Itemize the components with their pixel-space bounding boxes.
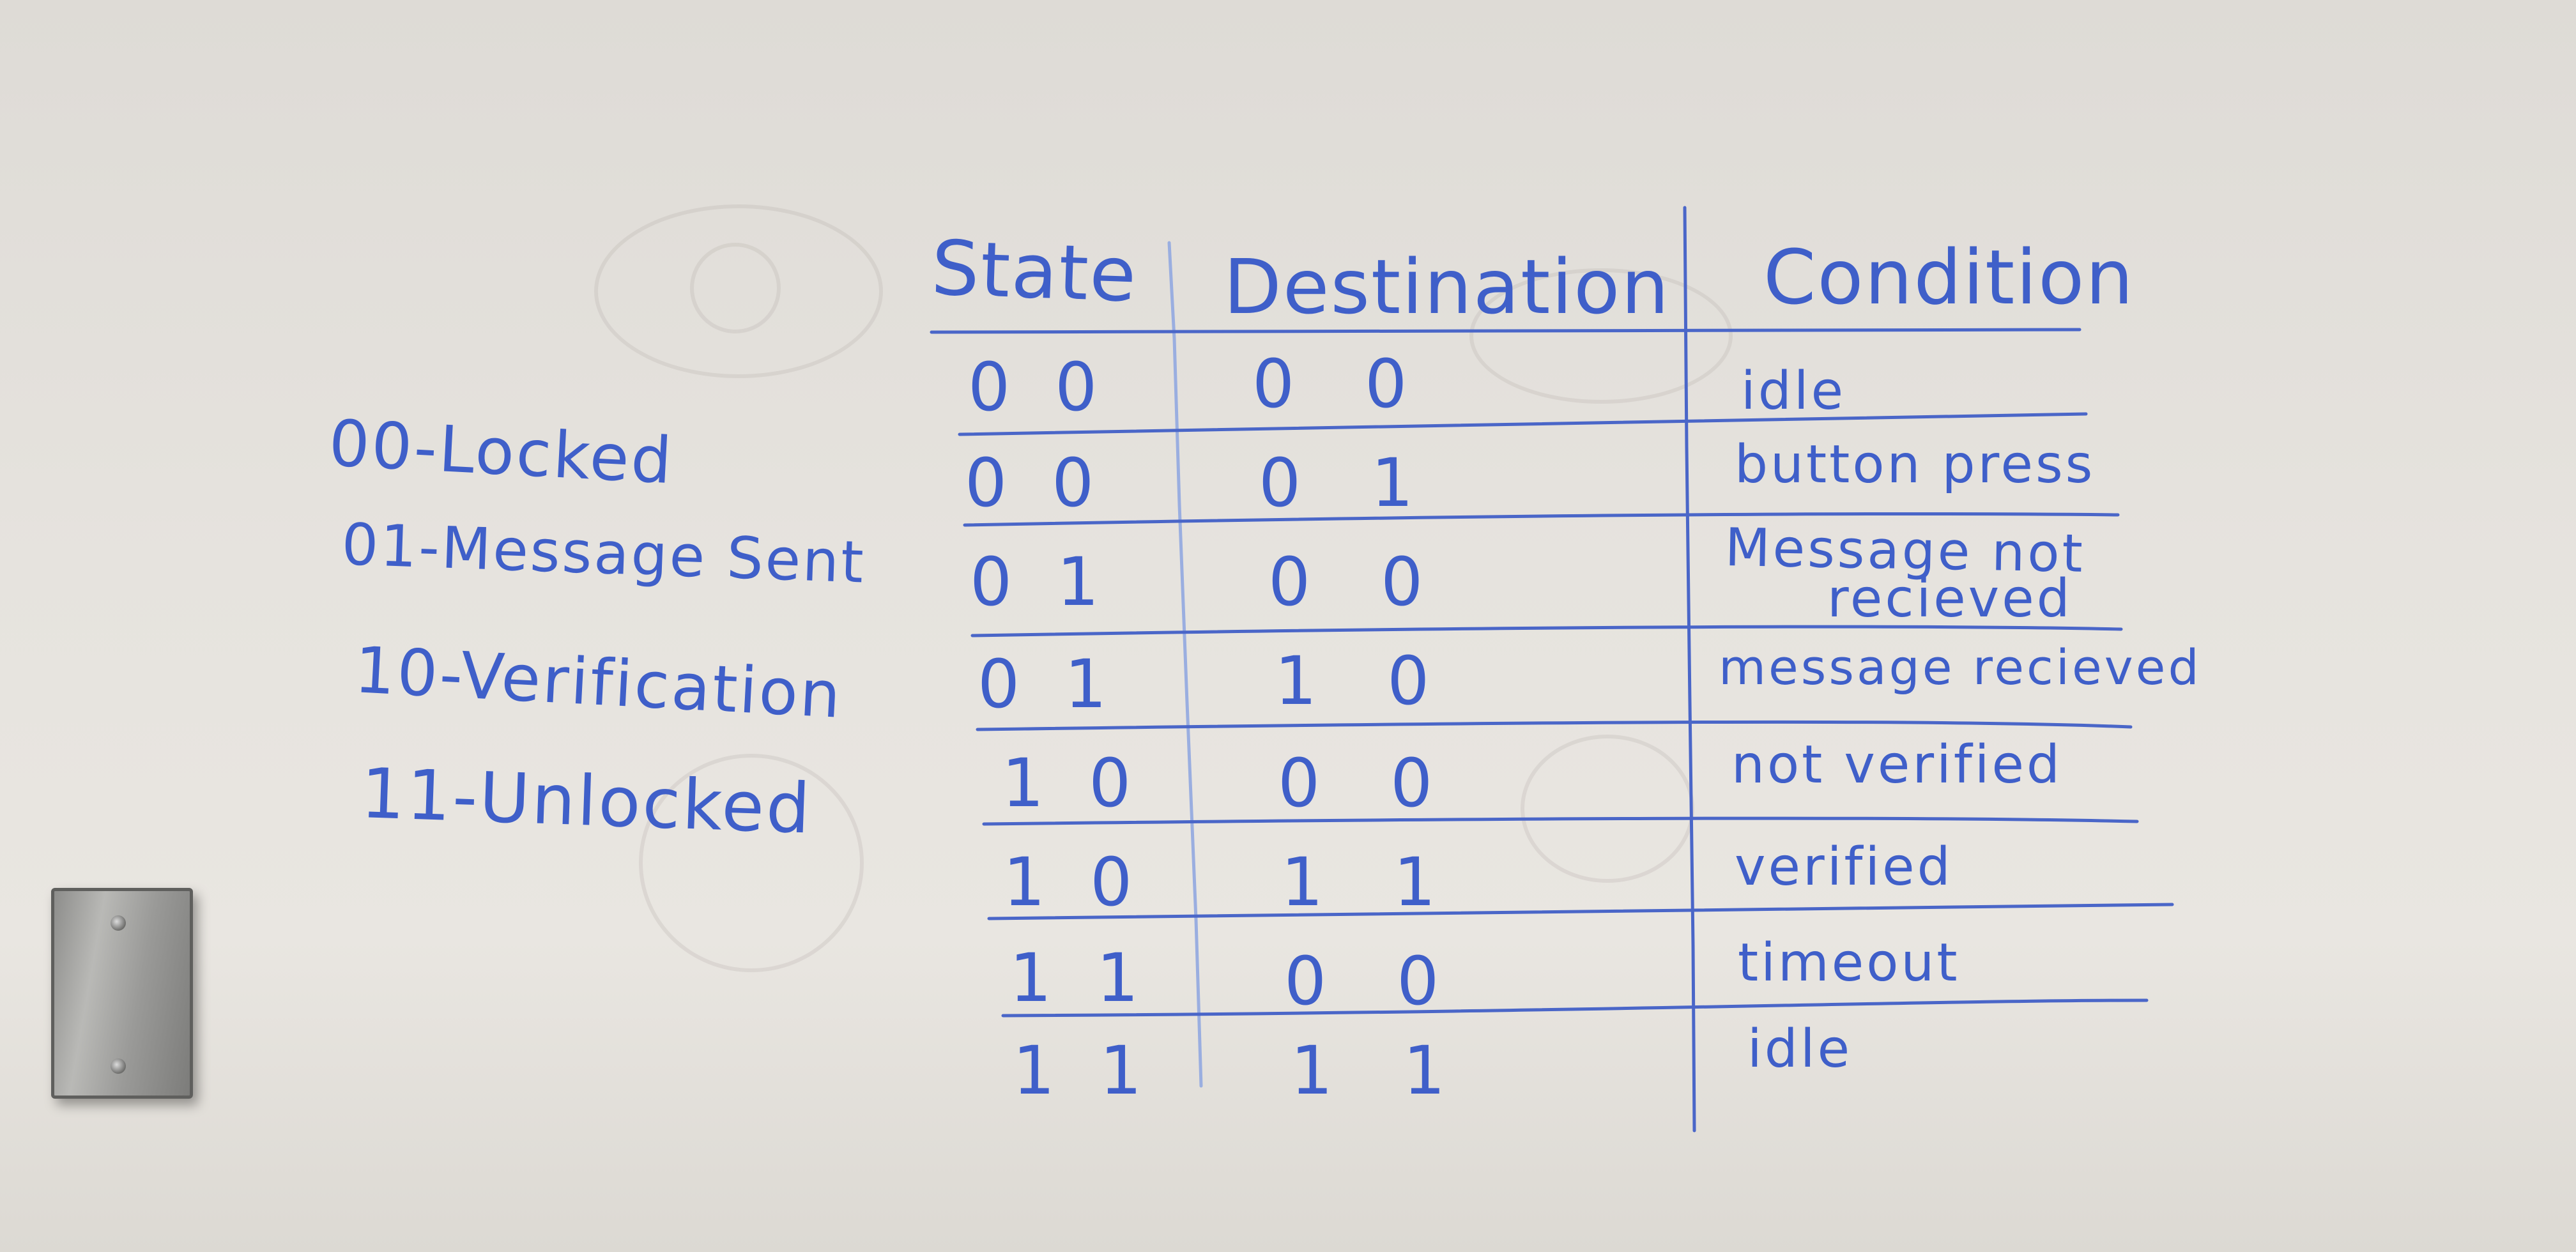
header-destination: Destination — [1223, 243, 1671, 331]
state-cell: 10 — [1002, 744, 1176, 822]
destination-cell: 01 — [1259, 444, 1484, 522]
erased-mark — [690, 243, 781, 333]
destination-cell: 00 — [1268, 543, 1494, 621]
erased-mark — [639, 754, 864, 972]
condition-cell: idle — [1741, 361, 1846, 422]
erased-mark — [1469, 268, 1733, 404]
destination-cell: 11 — [1291, 1032, 1516, 1110]
state-cell: 00 — [968, 348, 1142, 426]
condition-cell: button press — [1735, 434, 2096, 495]
condition-cell: timeout — [1738, 933, 1960, 993]
destination-cell: 11 — [1281, 843, 1506, 921]
state-cell: 01 — [977, 645, 1152, 723]
destination-cell: 00 — [1252, 345, 1478, 423]
state-cell: 00 — [965, 444, 1139, 522]
screw — [111, 915, 126, 931]
condition-cell: message recieved — [1719, 639, 2202, 696]
legend-item: 11-Unlocked — [359, 754, 813, 850]
erased-mark — [594, 204, 883, 378]
condition-cell-line2: recieved — [1827, 569, 2073, 629]
destination-cell: 10 — [1275, 642, 1500, 720]
wall-switch-plate — [51, 888, 193, 1099]
state-cell: 11 — [1013, 1032, 1187, 1110]
state-cell: 11 — [1009, 939, 1184, 1017]
state-cell: 01 — [970, 543, 1144, 621]
header-condition: Condition — [1763, 233, 2135, 321]
screw — [111, 1058, 126, 1074]
condition-cell: verified — [1735, 837, 1953, 897]
state-cell: 10 — [1003, 843, 1177, 921]
header-state: State — [930, 224, 1139, 319]
destination-cell: 00 — [1284, 942, 1510, 1020]
condition-cell: idle — [1747, 1019, 1853, 1080]
condition-cell: not verified — [1731, 735, 2062, 795]
destination-cell: 00 — [1278, 744, 1503, 822]
